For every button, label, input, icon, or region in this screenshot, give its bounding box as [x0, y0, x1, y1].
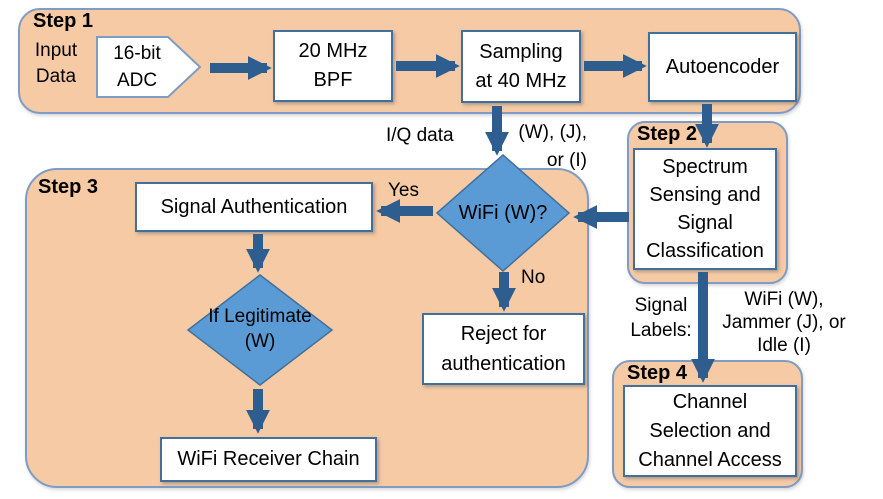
- signal-labels-caption: Signal Labels:: [630, 295, 692, 341]
- no-label: No: [521, 267, 546, 288]
- wifi-receiver-box: WiFi Receiver Chain: [160, 437, 377, 482]
- input-data-label: Input Data: [34, 40, 78, 87]
- yes-label: Yes: [388, 180, 419, 201]
- reject-box: Reject for authentication: [422, 313, 585, 385]
- legitimate-decision-label: If Legitimate (W): [208, 306, 312, 352]
- bpf-box: 20 MHz BPF: [273, 30, 393, 102]
- wji-label: (W), (J), or (I): [518, 122, 587, 171]
- channel-box: Channel Selection and Channel Access: [623, 385, 797, 477]
- step2-label: Step 2: [637, 123, 698, 145]
- autoencoder-box: Autoencoder: [648, 32, 797, 102]
- adc-label: 16-bit ADC: [113, 43, 161, 91]
- classification-outputs-label: WiFi (W), Jammer (J), or Idle (I): [722, 289, 846, 356]
- step4-label: Step 4: [627, 362, 688, 384]
- arrows: [210, 53, 720, 434]
- spectrum-box: Spectrum Sensing and Signal Classificati…: [633, 148, 777, 270]
- adc-pentagon: [96, 36, 202, 98]
- step1-label: Step 1: [33, 10, 94, 32]
- signal-auth-box: Signal Authentication: [135, 182, 373, 232]
- wifi-decision-label: WiFi (W)?: [458, 201, 548, 224]
- step3-label: Step 3: [38, 176, 99, 198]
- wifi-decision-diamond: [435, 154, 571, 272]
- legitimate-decision-diamond: [186, 274, 334, 386]
- sampling-box: Sampling at 40 MHz: [461, 30, 581, 103]
- iq-data-label: I/Q data: [386, 125, 454, 146]
